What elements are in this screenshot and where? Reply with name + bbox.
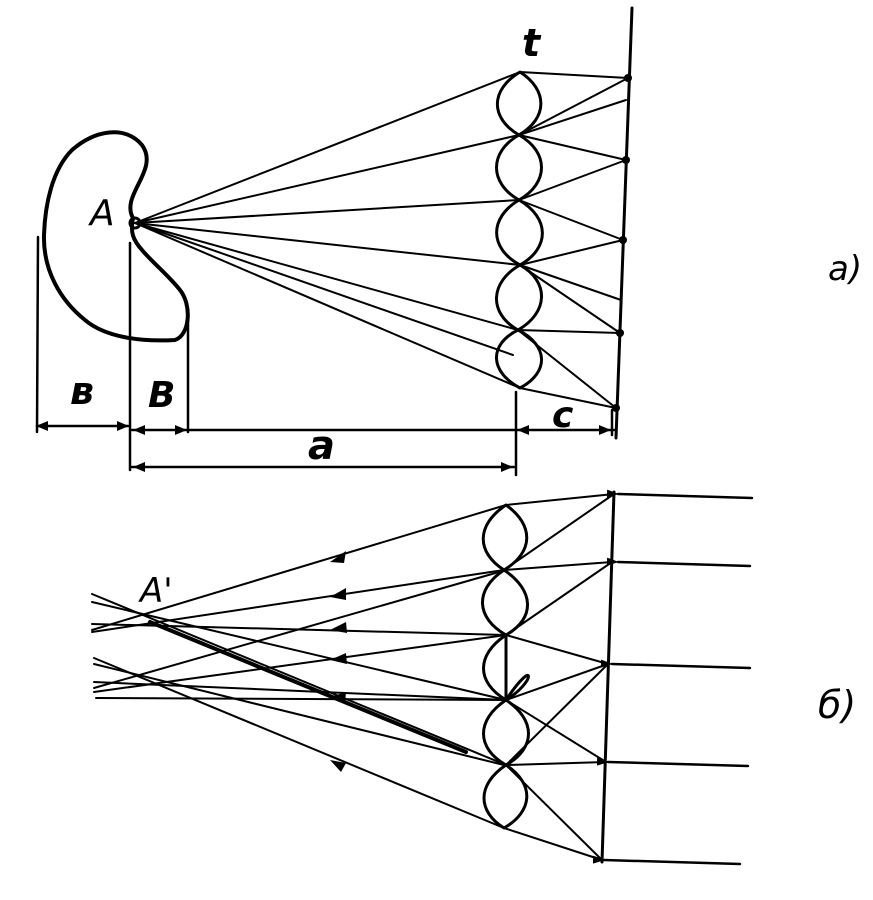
object-rays <box>134 71 521 389</box>
panel-b <box>91 489 754 866</box>
panel-a <box>35 6 634 477</box>
dim-a-label: a <box>308 423 335 469</box>
point-a-label: A <box>90 193 115 234</box>
dim-c-label: c <box>552 395 574 436</box>
image-points <box>612 74 632 412</box>
dim-b-lower-label: в <box>70 369 95 413</box>
screen-lens-rays <box>503 493 615 861</box>
dim-b-upper-label: B <box>148 375 176 416</box>
object-outline <box>41 130 190 343</box>
screen-b <box>600 490 616 864</box>
point-a-prime-label: A' <box>140 571 173 611</box>
dimension-arrowheads <box>36 421 611 472</box>
panel-b-label: б) <box>818 683 857 727</box>
dimension-lines <box>35 235 616 477</box>
converging-rays <box>91 504 507 829</box>
incoming-arrows <box>592 489 754 866</box>
screen-a <box>614 6 634 440</box>
panel-a-label: a) <box>828 249 863 289</box>
lens-array-a <box>495 70 544 390</box>
ray-arrowheads <box>330 551 347 772</box>
image-rays <box>517 71 629 409</box>
lens-t-label: t <box>522 21 541 65</box>
